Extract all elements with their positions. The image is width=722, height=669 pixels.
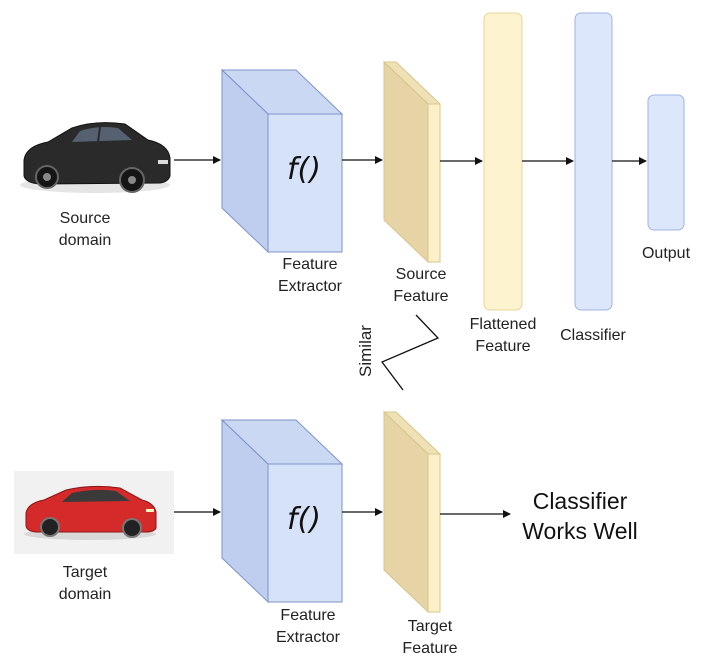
flattened-feature-label: Flattened Feature: [458, 314, 548, 358]
source-extractor-label-line1: Feature: [282, 256, 338, 273]
source-domain-label-line1: Source: [59, 210, 111, 227]
output-label: Output: [641, 245, 691, 262]
target-extractor-function: f(): [287, 502, 321, 537]
target-extractor-label-line2: Extractor: [275, 629, 340, 646]
similar-label: Similar: [356, 325, 375, 377]
classifier-block: [574, 12, 613, 311]
source-extractor-label-line2: Extractor: [277, 278, 342, 295]
source-domain-label-line2: domain: [58, 232, 112, 249]
source-feature-extractor-block: [220, 68, 344, 254]
classifier-works-well-text: Classifier Works Well: [500, 486, 660, 546]
source-extractor-label: Feature Extractor: [265, 254, 355, 298]
source-extractor-function: f(): [287, 152, 321, 187]
target-domain-label: Target domain: [40, 562, 130, 606]
classifier-works-well-line2: Works Well: [522, 518, 638, 544]
flattened-feature-label-line1: Flattened: [469, 316, 537, 333]
target-feature-label: Target Feature: [385, 616, 475, 660]
target-feature-extractor-block: [220, 418, 344, 604]
target-feature-label-line2: Feature: [402, 640, 458, 657]
target-feature-label-line1: Target: [407, 618, 453, 635]
source-feature-label-line2: Feature: [393, 288, 449, 305]
output-block: [647, 94, 685, 231]
target-extractor-label-line1: Feature: [280, 607, 336, 624]
source-domain-label: Source domain: [40, 208, 130, 252]
flattened-feature-label-line2: Feature: [475, 338, 531, 355]
similar-zigzag: [380, 314, 440, 391]
target-car-image: [14, 471, 174, 554]
target-domain-label-line1: Target: [62, 564, 108, 581]
source-feature-slab: [382, 60, 442, 264]
flattened-feature-block: [483, 12, 523, 311]
source-feature-label-line1: Source: [395, 266, 447, 283]
classifier-label: Classifier: [560, 327, 626, 344]
target-domain-label-line2: domain: [58, 586, 112, 603]
source-feature-label: Source Feature: [376, 264, 466, 308]
target-feature-slab: [382, 410, 442, 614]
source-car-image: [20, 122, 171, 193]
target-extractor-label: Feature Extractor: [263, 605, 353, 649]
classifier-works-well-line1: Classifier: [532, 488, 628, 514]
